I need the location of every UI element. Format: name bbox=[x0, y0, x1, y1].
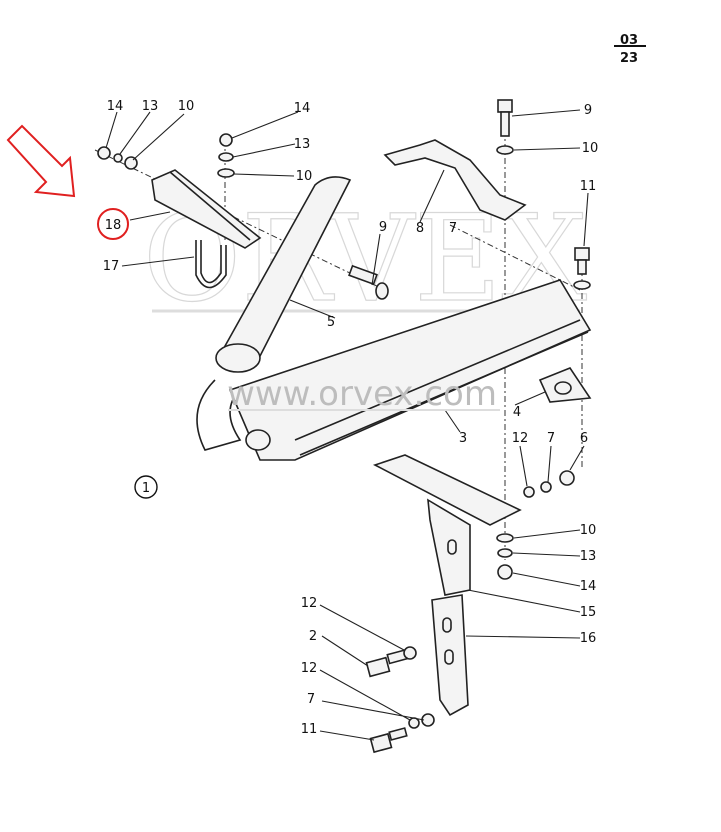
part-shape bbox=[497, 548, 513, 558]
part-shape bbox=[151, 169, 262, 249]
axis-line bbox=[94, 149, 386, 291]
part-shape bbox=[523, 486, 535, 498]
callout-7: 7 bbox=[547, 431, 555, 446]
callout-7: 7 bbox=[307, 692, 315, 707]
callout-4: 4 bbox=[513, 405, 521, 420]
callout-6: 6 bbox=[580, 431, 588, 446]
callout-7: 7 bbox=[449, 221, 457, 236]
part-shape bbox=[497, 99, 513, 113]
callout-17: 17 bbox=[103, 259, 120, 274]
part-shape bbox=[500, 111, 510, 137]
part-shape bbox=[403, 646, 417, 660]
part-shape bbox=[408, 717, 420, 729]
figure-number: 1 bbox=[142, 481, 150, 496]
part-shape bbox=[383, 139, 527, 221]
part-shape bbox=[348, 264, 378, 286]
part-shape bbox=[577, 259, 587, 275]
callout-11: 11 bbox=[580, 179, 597, 194]
part-shape bbox=[442, 617, 452, 633]
highlight-circle bbox=[97, 208, 129, 240]
callout-15: 15 bbox=[580, 605, 597, 620]
callout-13: 13 bbox=[142, 99, 159, 114]
callout-12: 12 bbox=[301, 596, 318, 611]
part-shape bbox=[218, 152, 234, 162]
axis-line bbox=[449, 224, 581, 291]
callout-10: 10 bbox=[580, 523, 597, 538]
callout-11: 11 bbox=[301, 722, 318, 737]
callout-14: 14 bbox=[107, 99, 124, 114]
part-shape bbox=[294, 319, 581, 441]
part-shape bbox=[574, 247, 590, 261]
callout-9: 9 bbox=[379, 220, 387, 235]
callout-8: 8 bbox=[416, 221, 424, 236]
leader-line bbox=[105, 109, 589, 741]
callout-2: 2 bbox=[309, 629, 317, 644]
part-shape bbox=[538, 367, 592, 403]
part-shape bbox=[496, 145, 514, 155]
part-shape bbox=[540, 481, 552, 493]
part-shape bbox=[496, 533, 514, 543]
part-shape bbox=[245, 429, 271, 451]
part-shape bbox=[299, 331, 589, 456]
part-shape bbox=[124, 156, 138, 170]
callout-10: 10 bbox=[178, 99, 195, 114]
callout-12: 12 bbox=[512, 431, 529, 446]
part-shape bbox=[573, 280, 591, 290]
highlight-arrow-icon bbox=[6, 124, 76, 198]
callout-13: 13 bbox=[580, 549, 597, 564]
watermark-url: www.orvex.com bbox=[227, 374, 497, 414]
callout-12: 12 bbox=[301, 661, 318, 676]
part-shape: 23 bbox=[620, 51, 638, 66]
callout-13: 13 bbox=[294, 137, 311, 152]
part-shape bbox=[217, 168, 235, 178]
callout-labels: 14 13 10 14 13 10 9 10 11 18 17 9 8 7 5 … bbox=[103, 99, 599, 737]
part-shape bbox=[444, 649, 454, 665]
part-shape bbox=[369, 732, 393, 754]
part-shape bbox=[554, 381, 572, 395]
part-shape bbox=[113, 153, 123, 163]
part-shape bbox=[195, 240, 227, 289]
part-shape bbox=[559, 470, 575, 486]
part-shape bbox=[215, 343, 261, 373]
part-shape bbox=[427, 498, 471, 596]
page-reference: 03 23 bbox=[614, 33, 646, 66]
part-shape bbox=[365, 656, 391, 678]
part-shape bbox=[375, 282, 389, 300]
part-shape bbox=[97, 146, 111, 160]
callout-14: 14 bbox=[580, 579, 597, 594]
callout-5: 5 bbox=[327, 315, 335, 330]
callout-14: 14 bbox=[294, 101, 311, 116]
part-shape bbox=[497, 564, 513, 580]
part-shape bbox=[219, 133, 233, 147]
callout-18: 18 bbox=[105, 218, 122, 233]
part-shape bbox=[6, 124, 76, 198]
callout-9: 9 bbox=[584, 103, 592, 118]
callout-10: 10 bbox=[582, 141, 599, 156]
part-shape bbox=[431, 594, 469, 717]
part-shape: 03 bbox=[620, 33, 638, 48]
part-shape bbox=[196, 379, 242, 451]
figure-number-circle bbox=[134, 475, 158, 499]
part-shape bbox=[372, 454, 522, 526]
part-shape bbox=[388, 727, 408, 741]
part-shape bbox=[169, 171, 251, 241]
callout-10: 10 bbox=[296, 169, 313, 184]
part-shape bbox=[200, 240, 222, 284]
callout-16: 16 bbox=[580, 631, 597, 646]
callout-3: 3 bbox=[459, 431, 467, 446]
part-shape bbox=[447, 539, 457, 555]
